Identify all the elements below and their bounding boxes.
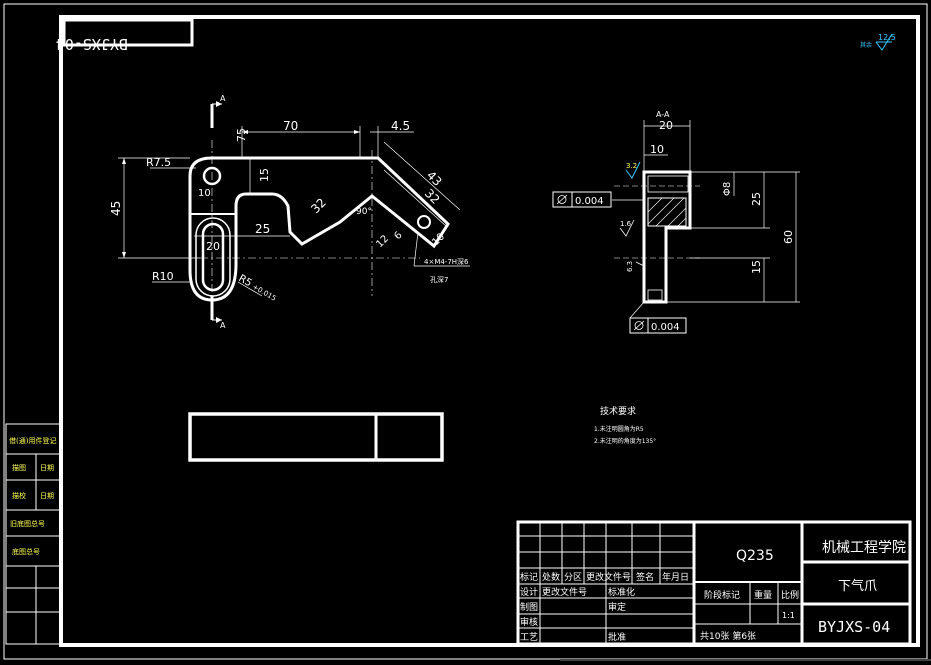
side-row2b: 日期 (40, 464, 54, 472)
code-box-topleft: BYJXS-04 (56, 18, 194, 53)
dim-25: 25 (255, 222, 270, 236)
tech-req-line2: 2.未注明的角度为135° (594, 437, 656, 445)
tb-h-doc: 更改文件号 (586, 571, 631, 583)
dim-15: 15 (258, 168, 271, 182)
angle-90: 90° (356, 207, 372, 217)
tb-h-date: 年月日 (662, 571, 689, 583)
tb-h-mark: 标记 (520, 571, 538, 583)
dim-70: 70 (283, 119, 298, 133)
sec-rough-63: 6.3 (626, 261, 634, 272)
tb-std-doc-label: 更改文件号 (542, 586, 587, 598)
main-view: A A (109, 94, 470, 330)
dim-6: 6 (392, 230, 404, 242)
side-row1: 借(通)用件登记 (9, 436, 56, 445)
hole-note: 孔深7 (430, 275, 448, 284)
tb-material: Q235 (736, 548, 774, 564)
inner-frame (59, 15, 920, 647)
roughness-prefix: 其余 (860, 41, 872, 49)
dim-12: 12 (374, 233, 391, 250)
tech-req-title: 技术要求 (600, 405, 636, 417)
title-block: Q235 机械工程学院 下气爪 BYJXS-04 标记 处数 分区 更改文件号 … (516, 520, 912, 646)
sec-rough-32: 3.2 (626, 162, 637, 170)
side-row2a: 描图 (12, 463, 26, 472)
sec-dim-25: 25 (750, 192, 763, 206)
tb-school: 机械工程学院 (822, 540, 906, 556)
roughness-symbol-global: 其余 12.5 (860, 33, 896, 51)
dim-tol: +0.015 (251, 283, 277, 303)
section-arrow-a-bottom: A (220, 321, 226, 330)
tb-scale-value: 1:1 (782, 611, 795, 620)
tb-h-count: 处数 (542, 571, 560, 583)
dim-20: 20 (206, 240, 220, 253)
dim-r10: R10 (152, 270, 174, 283)
sec-rough-16: 1.6 (620, 220, 632, 228)
dim-4-5: 4.5 (391, 119, 410, 133)
side-row3a: 描校 (12, 491, 26, 500)
tolerance-frame-1: 0.004 (552, 191, 644, 208)
roughness-value: 12.5 (878, 33, 896, 42)
outer-border (3, 3, 928, 660)
top-view (188, 412, 444, 462)
tb-approve: 批准 (608, 631, 626, 643)
dim-45: 45 (109, 201, 123, 216)
section-arrow-a-top: A (220, 94, 226, 103)
tb-part-name: 下气爪 (838, 578, 877, 594)
sec-dim-15: 15 (750, 260, 763, 274)
tb-scale: 比例 (781, 589, 799, 601)
tb-draw: 制图 (520, 601, 538, 613)
side-table: 借(通)用件登记 描图 日期 描校 日期 旧底图总号 底图总号 (5, 423, 62, 645)
dim-r5: R5 (237, 273, 254, 289)
side-row5: 底图总号 (12, 547, 40, 556)
tol-value-2: 0.004 (651, 322, 680, 333)
dim-10: 10 (198, 188, 211, 199)
dim-r7-5: R7.5 (146, 156, 171, 169)
section-view: A-A 20 10 3.2 1.6 6.3 (552, 110, 800, 334)
tb-stage: 阶段标记 (704, 589, 740, 601)
sec-dim-20: 20 (659, 119, 673, 132)
tb-check: 审核 (520, 616, 538, 628)
tb-h-zone: 分区 (564, 572, 582, 583)
tb-h-sign: 签名 (636, 571, 654, 583)
tolerance-frame-2: 0.004 (629, 301, 687, 334)
tech-req-line1: 1.未注明圆角为R5 (594, 425, 644, 433)
tb-process: 工艺 (520, 632, 538, 643)
dim-43: 43 (424, 168, 445, 189)
tb-code: BYJXS-04 (818, 618, 890, 636)
tol-value-1: 0.004 (575, 196, 604, 207)
side-row4: 旧底图总号 (10, 519, 45, 528)
tb-design: 设计 (520, 586, 538, 598)
tech-requirements: 技术要求 1.未注明圆角为R5 2.未注明的角度为135° (594, 405, 656, 445)
code-mirrored: BYJXS-04 (56, 35, 128, 53)
side-row3b: 日期 (40, 492, 54, 500)
sec-dim-10: 10 (650, 143, 664, 156)
sec-dim-phi8: Φ8 (722, 182, 733, 196)
thread-note: 4×M4-7H深6 (424, 257, 469, 266)
tb-review: 审定 (608, 601, 626, 613)
tb-sheets: 共10张 第6张 (700, 630, 756, 642)
sec-dim-60: 60 (782, 230, 795, 244)
tb-std: 标准化 (608, 586, 635, 598)
tb-weight: 重量 (754, 589, 772, 601)
dim-32: 32 (308, 195, 329, 216)
dim-75: 75 (235, 128, 248, 142)
section-title: A-A (656, 110, 670, 119)
